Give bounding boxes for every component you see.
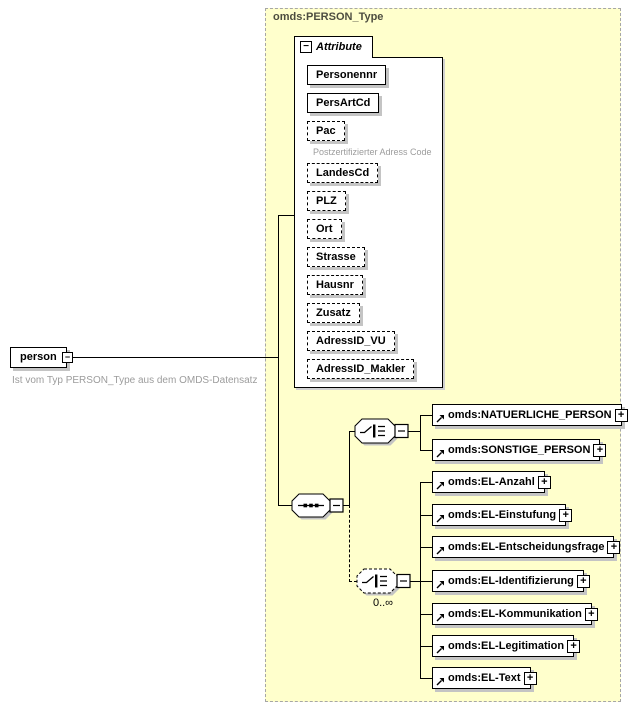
reference-arrow-icon — [436, 646, 444, 654]
expand-toggle-icon[interactable]: + — [537, 476, 551, 489]
choice-icon — [354, 418, 409, 446]
attribute-persartcd[interactable]: PersArtCd — [307, 93, 380, 113]
element-label: omds:EL-Anzahl — [448, 476, 535, 488]
attribute-label: PLZ — [316, 195, 337, 207]
connector-line — [420, 614, 432, 615]
reference-arrow-icon — [436, 678, 444, 686]
element-label: omds:EL-Einstufung — [448, 509, 557, 521]
attribute-label: Zusatz — [316, 307, 351, 319]
sequence-icon — [291, 493, 344, 520]
element-sonstige-person[interactable]: omds:SONSTIGE_PERSON + — [432, 439, 607, 461]
connector-line-optional — [349, 581, 357, 582]
element-el-entscheidungsfrage[interactable]: omds:EL-Entscheidungsfrage + — [432, 536, 621, 558]
attribute-personennr[interactable]: Personennr — [307, 65, 387, 85]
reference-arrow-icon — [436, 614, 444, 622]
complex-type-name: omds:PERSON_Type — [273, 11, 384, 23]
element-label: omds:NATUERLICHE_PERSON — [448, 409, 612, 421]
element-label: omds:EL-Kommunikation — [448, 608, 582, 620]
attribute-adressid-vu[interactable]: AdressID_VU — [307, 331, 395, 351]
collapse-toggle-icon[interactable]: − — [300, 41, 312, 53]
connector-line — [420, 415, 432, 416]
root-element-person[interactable]: person — [10, 347, 67, 368]
reference-arrow-icon — [436, 581, 444, 589]
attribute-label: AdressID_Makler — [316, 363, 406, 375]
connector-line — [343, 505, 349, 506]
expand-toggle-icon[interactable]: + — [559, 509, 573, 522]
expand-toggle-icon[interactable]: + — [593, 444, 607, 457]
reference-arrow-icon — [436, 415, 444, 423]
connector-line — [408, 431, 420, 432]
connector-line — [420, 482, 421, 679]
element-label: omds:EL-Text — [448, 672, 521, 684]
expand-toggle-icon[interactable]: + — [523, 672, 537, 685]
expand-toggle-icon[interactable]: + — [614, 409, 628, 422]
attribute-strasse[interactable]: Strasse — [307, 247, 365, 267]
connector-line — [420, 581, 432, 582]
reference-arrow-icon — [436, 515, 444, 523]
expand-toggle-icon[interactable]: + — [584, 608, 598, 621]
element-el-einstufung[interactable]: omds:EL-Einstufung + — [432, 504, 573, 526]
connector-line — [278, 215, 279, 506]
connector-line — [420, 450, 432, 451]
occurrence-label: 0..∞ — [372, 597, 394, 609]
connector-line — [420, 678, 432, 679]
connector-line — [73, 357, 278, 358]
expand-toggle-icon[interactable]: + — [607, 541, 621, 554]
choice-compositor[interactable] — [354, 418, 414, 455]
sequence-compositor[interactable] — [291, 493, 349, 528]
element-el-kommunikation[interactable]: omds:EL-Kommunikation + — [432, 603, 598, 625]
attribute-label: AdressID_VU — [316, 335, 386, 347]
attribute-label: Pac — [316, 125, 336, 137]
element-el-identifizierung[interactable]: omds:EL-Identifizierung + — [432, 570, 590, 592]
element-el-text[interactable]: omds:EL-Text + — [432, 667, 537, 689]
attribute-pac[interactable]: Pac — [307, 121, 345, 141]
attribute-label: Personennr — [316, 69, 378, 81]
element-el-legitimation[interactable]: omds:EL-Legitimation + — [432, 635, 581, 657]
connector-line — [420, 482, 432, 483]
attribute-pac-annotation: Postzertifizierter Adress Code — [313, 147, 432, 157]
connector-line — [420, 646, 432, 647]
element-label: omds:SONSTIGE_PERSON — [448, 444, 591, 456]
connector-line — [420, 415, 421, 451]
connector-line — [420, 547, 432, 548]
element-el-anzahl[interactable]: omds:EL-Anzahl + — [432, 471, 551, 493]
connector-line — [278, 505, 292, 506]
expand-toggle-icon[interactable]: + — [576, 575, 590, 588]
attribute-label: PersArtCd — [316, 97, 371, 109]
attribute-ort[interactable]: Ort — [307, 219, 342, 239]
element-label: omds:EL-Legitimation — [448, 640, 565, 652]
attributes-header-label: Attribute — [316, 41, 362, 53]
connector-line — [420, 515, 432, 516]
reference-arrow-icon — [436, 482, 444, 490]
attribute-label: Hausnr — [316, 279, 354, 291]
root-element-label: person — [20, 351, 57, 363]
connector-line — [349, 431, 355, 432]
attribute-label: LandesCd — [316, 167, 370, 179]
choice-compositor-optional-repeating[interactable] — [356, 568, 416, 605]
reference-arrow-icon — [436, 547, 444, 555]
attribute-label: Ort — [316, 223, 333, 235]
reference-arrow-icon — [436, 450, 444, 458]
attribute-adressid-makler[interactable]: AdressID_Makler — [307, 359, 415, 379]
attribute-zusatz[interactable]: Zusatz — [307, 303, 360, 323]
connector-line — [278, 215, 294, 216]
root-element-annotation: Ist vom Typ PERSON_Type aus dem OMDS-Dat… — [12, 375, 258, 386]
element-label: omds:EL-Entscheidungsfrage — [448, 541, 605, 553]
attribute-plz[interactable]: PLZ — [307, 191, 346, 211]
attributes-header[interactable]: − Attribute — [294, 36, 373, 58]
connector-line — [349, 431, 350, 506]
collapse-toggle-icon[interactable]: − — [62, 352, 73, 363]
choice-icon — [356, 568, 411, 596]
connector-line-optional — [349, 505, 350, 582]
attribute-landescd[interactable]: LandesCd — [307, 163, 379, 183]
expand-toggle-icon[interactable]: + — [567, 640, 581, 653]
attribute-hausnr[interactable]: Hausnr — [307, 275, 363, 295]
element-label: omds:EL-Identifizierung — [448, 575, 574, 587]
connector-line — [410, 581, 420, 582]
element-natuerliche-person[interactable]: omds:NATUERLICHE_PERSON + — [432, 404, 628, 426]
attribute-label: Strasse — [316, 251, 356, 263]
